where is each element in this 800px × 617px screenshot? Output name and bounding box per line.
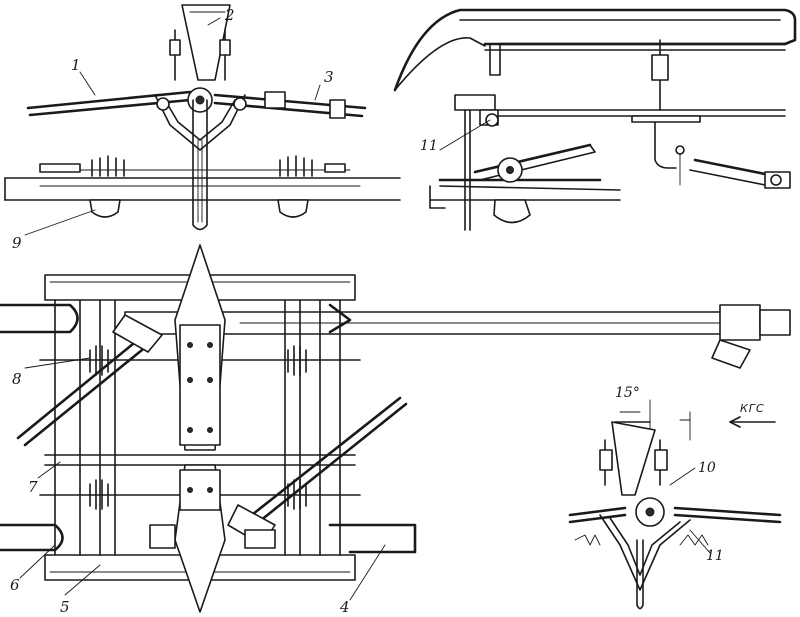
label-4: 4 <box>339 598 350 616</box>
side-view <box>393 8 797 231</box>
label-11-side: 11 <box>420 138 438 154</box>
plan-view <box>0 244 791 613</box>
label-11-detail: 11 <box>706 548 724 564</box>
label-1: 1 <box>71 56 81 74</box>
label-10: 10 <box>698 460 716 476</box>
label-2: 2 <box>224 6 235 24</box>
label-7: 7 <box>28 478 38 496</box>
part-labels: 1 2 3 4 5 6 7 8 9 10 11 11 15° КГС <box>10 6 765 616</box>
coupler-detail-view <box>568 399 782 610</box>
direction-label: КГС <box>740 402 765 415</box>
leader-lines <box>19 17 711 601</box>
angle-label: 15° <box>615 385 640 401</box>
label-9: 9 <box>12 234 22 252</box>
front-view <box>4 4 401 231</box>
label-5: 5 <box>60 598 70 616</box>
label-6: 6 <box>10 576 20 594</box>
label-3: 3 <box>324 68 334 86</box>
label-8: 8 <box>12 370 22 388</box>
